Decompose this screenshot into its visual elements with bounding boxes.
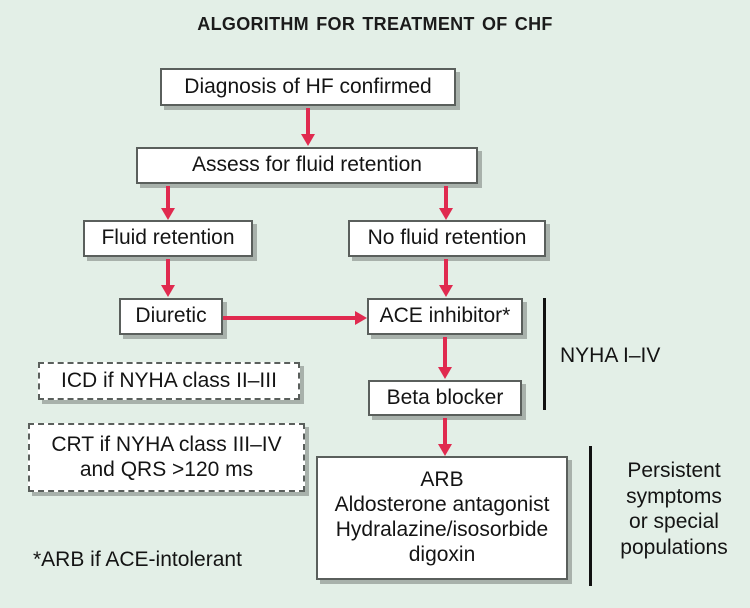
arrow-diuretic-to-ace-inhibitor [223,311,367,325]
node-ace-inhibitor: ACE inhibitor* [367,298,523,335]
arrow-assess-to-fluid-retention [161,186,175,220]
bracket-nyha-label: NYHA I–IV [560,343,690,369]
node-crt: CRT if NYHA class III–IV and QRS >120 ms [28,423,305,492]
nyha-label-text: NYHA I–IV [560,344,661,367]
node-no-fluid-retention: No fluid retention [348,220,546,257]
node-icd: ICD if NYHA class II–III [38,362,300,400]
bracket-persistent-symptoms [589,446,592,586]
bracket-nyha [543,298,546,410]
bracket-persistent-symptoms-label: Persistent symptoms or special populatio… [606,458,742,560]
persistent-label-line3: or special [629,510,719,534]
arrow-no-fluid-retention-to-ace-inhibitor [439,259,453,297]
node-diuretic-label: Diuretic [135,304,207,328]
node-beta-blocker: Beta blocker [368,380,522,416]
node-no-fluid-retention-label: No fluid retention [367,226,527,250]
node-arb-combination: ARB Aldosterone antagonist Hydralazine/i… [316,456,568,580]
persistent-label-line2: symptoms [626,484,722,508]
node-arb-label-line4: digoxin [408,542,476,566]
node-arb-label-line2: Aldosterone antagonist [334,493,550,517]
node-assess: Assess for fluid retention [136,147,478,184]
node-beta-blocker-label: Beta blocker [386,385,504,409]
node-fluid-retention-label: Fluid retention [101,226,235,250]
arrow-beta-blocker-to-arb [438,418,452,456]
node-diagnosis-label: Diagnosis of HF confirmed [184,74,432,98]
arrow-diagnosis-to-assess [301,108,315,146]
arrow-assess-to-no-fluid-retention [439,186,453,220]
arrow-ace-inhibitor-to-beta-blocker [438,337,452,379]
node-diagnosis: Diagnosis of HF confirmed [160,68,456,106]
node-assess-label: Assess for fluid retention [192,153,422,177]
node-diuretic: Diuretic [119,298,223,335]
node-ace-inhibitor-label: ACE inhibitor* [379,304,511,328]
node-arb-label-line1: ARB [420,468,464,492]
node-arb-label-line3: Hydralazine/isosorbide [335,518,549,541]
node-crt-label-line2: and QRS >120 ms [79,457,254,481]
node-fluid-retention: Fluid retention [83,220,253,257]
node-crt-label-line1: CRT if NYHA class III–IV [51,432,282,456]
persistent-label-line4: populations [620,535,728,559]
page-title: Algorithm for Treatment of CHF [197,8,553,36]
node-icd-label: ICD if NYHA class II–III [61,368,277,392]
footnote-arb-ace-intolerant: *ARB if ACE-intolerant [33,548,242,571]
persistent-label-line1: Persistent [627,459,721,482]
arrow-fluid-retention-to-diuretic [161,259,175,297]
